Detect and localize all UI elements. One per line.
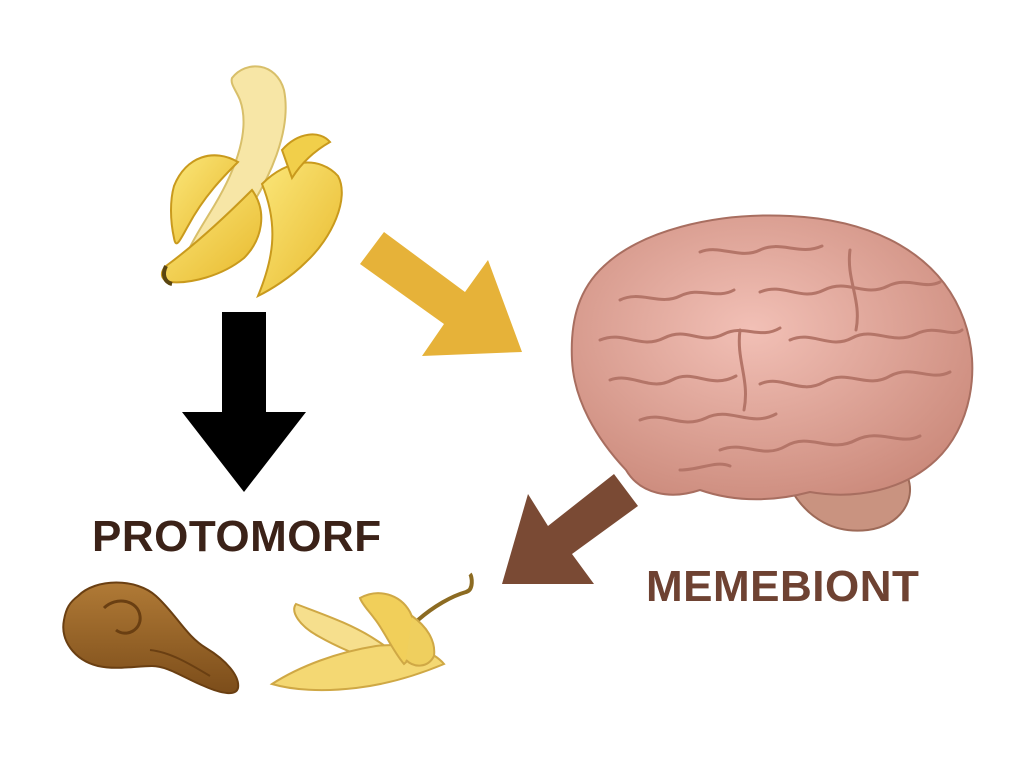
brain-image bbox=[570, 214, 974, 532]
poop-image bbox=[62, 581, 240, 694]
peeled-banana-image bbox=[160, 65, 343, 299]
label-memebiont: MEMEBIONT bbox=[646, 562, 920, 611]
arrow-brain-to-peel bbox=[502, 474, 638, 584]
banana-peel-image bbox=[269, 572, 474, 692]
arrow-banana-to-poop bbox=[182, 312, 306, 492]
arrow-banana-to-brain bbox=[360, 232, 522, 356]
label-protomorf: PROTOMORF bbox=[92, 512, 382, 561]
